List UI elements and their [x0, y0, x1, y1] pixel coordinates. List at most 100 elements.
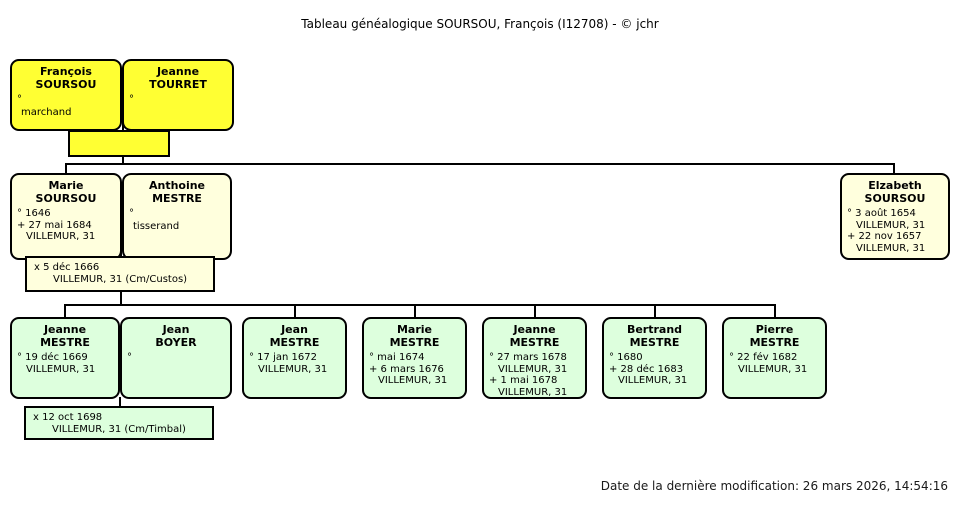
person-box-marie-soursou[interactable]: Marie SOURSOU ° 1646 + 27 mai 1684 VILLE…	[10, 173, 122, 260]
union-place: VILLEMUR, 31 (Cm/Timbal)	[52, 424, 186, 435]
person-details: ° tisserand	[124, 205, 230, 232]
person-given-name: Jean	[281, 323, 308, 336]
detail-birth: °	[17, 94, 22, 105]
person-box-jeanne-tourret[interactable]: Jeanne TOURRET °	[122, 59, 234, 131]
connector-g2-union-stem	[120, 291, 122, 305]
connector-g3-drop-4	[414, 304, 416, 317]
detail-death: + 22 nov 1657	[847, 231, 922, 242]
detail-occupation: marchand	[21, 106, 72, 118]
union-text: x 5 déc 1666 VILLEMUR, 31 (Cm/Custos)	[27, 258, 213, 286]
connector-g3-union-drop	[119, 397, 121, 407]
connector-g3-bus	[64, 304, 776, 306]
person-box-anthoine-mestre[interactable]: Anthoine MESTRE ° tisserand	[122, 173, 232, 260]
detail-birth: ° 19 déc 1669	[17, 352, 88, 363]
union-text: x 12 oct 1698 VILLEMUR, 31 (Cm/Timbal)	[26, 408, 212, 436]
connector-g3-drop-6	[654, 304, 656, 317]
union-box-generation2[interactable]: x 5 déc 1666 VILLEMUR, 31 (Cm/Custos)	[25, 256, 215, 292]
detail-birth: ° 1646	[17, 208, 51, 219]
detail-death-place: VILLEMUR, 31	[856, 242, 926, 254]
person-details: ° 17 jan 1672 VILLEMUR, 31	[244, 349, 345, 375]
detail-place: VILLEMUR, 31	[738, 363, 808, 375]
detail-death: + 27 mai 1684	[17, 219, 92, 231]
detail-birth: °	[129, 208, 134, 219]
detail-place: VILLEMUR, 31	[26, 231, 96, 242]
person-details: ° 22 fév 1682 VILLEMUR, 31	[724, 349, 825, 375]
detail-birth: °	[127, 352, 132, 363]
person-details: °	[124, 91, 232, 106]
person-given-name: Anthoine	[148, 179, 206, 192]
person-given-name: Marie	[396, 323, 433, 336]
person-details: ° 1680 + 28 déc 1683 VILLEMUR, 31	[604, 349, 705, 387]
person-details: ° marchand	[12, 91, 120, 118]
union-box-generation1[interactable]	[68, 130, 170, 157]
detail-place: VILLEMUR, 31	[258, 363, 328, 375]
person-box-francois-soursou[interactable]: François SOURSOU ° marchand	[10, 59, 122, 131]
union-box-generation3[interactable]: x 12 oct 1698 VILLEMUR, 31 (Cm/Timbal)	[24, 406, 214, 440]
person-given-name: François	[40, 65, 92, 78]
person-details: ° 19 déc 1669 VILLEMUR, 31	[12, 349, 118, 375]
person-box-pierre-mestre-1682[interactable]: Pierre MESTRE ° 22 fév 1682 VILLEMUR, 31	[722, 317, 827, 399]
connector-g2-drop-marie	[65, 163, 67, 175]
detail-birth: ° 3 août 1654	[847, 208, 916, 219]
detail-place: VILLEMUR, 31	[378, 375, 448, 386]
person-given-name: Marie	[48, 179, 84, 192]
page-title: Tableau généalogique SOURSOU, François (…	[301, 17, 659, 31]
person-surname: SOURSOU	[864, 191, 926, 205]
union-date: x 5 déc 1666	[34, 262, 100, 273]
last-modification-date: Date de la dernière modification: 26 mar…	[600, 479, 948, 493]
connector-g2-drop-elzabeth	[893, 163, 895, 175]
person-box-jeanne-mestre-1678[interactable]: Jeanne MESTRE ° 27 mars 1678 VILLEMUR, 3…	[482, 317, 587, 399]
person-given-name: Jeanne	[156, 65, 200, 78]
person-given-name: Jean	[162, 323, 190, 336]
person-given-name: Jeanne	[513, 323, 556, 336]
detail-death: + 6 mars 1676	[369, 363, 444, 375]
person-details: ° mai 1674 + 6 mars 1676 VILLEMUR, 31	[364, 349, 465, 387]
person-details: ° 27 mars 1678 VILLEMUR, 31 + 1 mai 1678…	[484, 349, 585, 398]
person-surname: MESTRE	[389, 335, 440, 349]
connector-g3-drop-1	[64, 304, 66, 317]
detail-birth: ° 22 fév 1682	[729, 352, 798, 363]
person-details: ° 3 août 1654 VILLEMUR, 31 + 22 nov 1657…	[842, 205, 948, 254]
person-box-elzabeth-soursou[interactable]: Elzabeth SOURSOU ° 3 août 1654 VILLEMUR,…	[840, 173, 950, 260]
person-box-jeanne-mestre-1669[interactable]: Jeanne MESTRE ° 19 déc 1669 VILLEMUR, 31	[10, 317, 120, 399]
union-date: x 12 oct 1698	[33, 412, 103, 423]
detail-death-place: VILLEMUR, 31	[498, 386, 568, 398]
person-given-name: Elzabeth	[868, 179, 922, 192]
person-given-name: Jeanne	[43, 323, 87, 336]
person-surname: TOURRET	[149, 77, 207, 91]
connector-g2-bus	[65, 163, 895, 165]
detail-death: + 28 déc 1683	[609, 363, 684, 375]
detail-death: + 1 mai 1678	[489, 375, 558, 386]
person-box-jean-boyer[interactable]: Jean BOYER °	[120, 317, 232, 399]
person-surname: BOYER	[155, 335, 197, 349]
person-details: ° 1646 + 27 mai 1684 VILLEMUR, 31	[12, 205, 120, 243]
person-details: °	[122, 349, 230, 364]
person-surname: MESTRE	[629, 335, 680, 349]
connector-g1-union-stem	[122, 156, 124, 165]
detail-birth: ° 27 mars 1678	[489, 352, 567, 363]
detail-place: VILLEMUR, 31	[618, 375, 688, 386]
person-surname: MESTRE	[40, 335, 90, 349]
connector-g3-drop-3	[294, 304, 296, 317]
person-box-jean-mestre-1672[interactable]: Jean MESTRE ° 17 jan 1672 VILLEMUR, 31	[242, 317, 347, 399]
person-surname: SOURSOU	[35, 77, 97, 91]
person-given-name: Pierre	[755, 323, 794, 336]
person-surname: SOURSOU	[35, 191, 97, 205]
union-text	[70, 132, 168, 136]
detail-birth: ° 17 jan 1672	[249, 352, 317, 363]
detail-birth: ° 1680	[609, 352, 643, 363]
detail-birth: °	[129, 94, 134, 105]
detail-birth-place: VILLEMUR, 31	[498, 363, 568, 375]
detail-birth: ° mai 1674	[369, 352, 425, 363]
person-surname: MESTRE	[509, 335, 560, 349]
person-given-name: Bertrand	[626, 323, 683, 336]
union-place: VILLEMUR, 31 (Cm/Custos)	[53, 274, 188, 285]
connector-g3-drop-7	[774, 304, 776, 317]
person-box-marie-mestre-1674[interactable]: Marie MESTRE ° mai 1674 + 6 mars 1676 VI…	[362, 317, 467, 399]
detail-place: VILLEMUR, 31	[26, 363, 96, 375]
person-surname: MESTRE	[269, 335, 320, 349]
detail-occupation: tisserand	[133, 220, 180, 232]
person-surname: MESTRE	[152, 191, 202, 205]
person-box-bertrand-mestre-1680[interactable]: Bertrand MESTRE ° 1680 + 28 déc 1683 VIL…	[602, 317, 707, 399]
